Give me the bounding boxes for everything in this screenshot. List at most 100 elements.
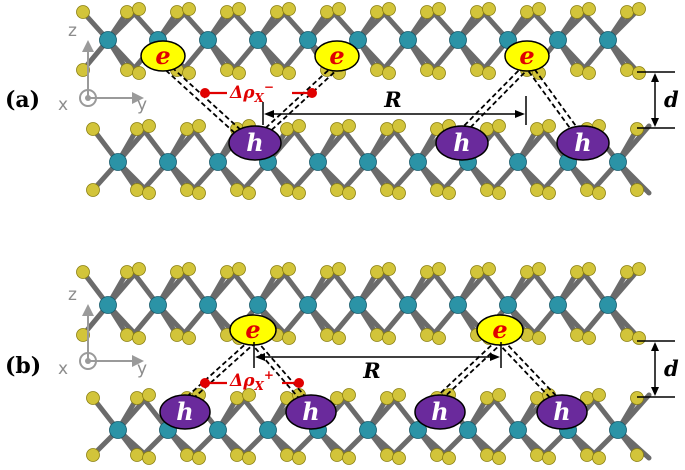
chalcogen-atom [470,5,484,19]
chalcogen-atom [242,451,256,465]
metal-atom [599,296,617,314]
metal-atom [249,296,267,314]
chalcogen-atom [330,448,344,462]
x-axis-dot-icon [85,95,91,101]
metal-atom [609,421,627,439]
chalcogen-atom [170,265,184,279]
electron-b-2: e [476,314,524,346]
chalcogen-atom [380,122,394,136]
chalcogen-atom [342,186,356,200]
metal-atom [549,31,567,49]
chalcogen-atom [130,448,144,462]
chalcogen-atom [382,331,396,345]
axis-x-label-b: x [58,359,68,379]
x-axis-out-icon [79,352,97,370]
chalcogen-atom [242,388,256,402]
atom-group [86,119,644,200]
hole-a-2: h [435,125,489,161]
chalcogen-atom [182,66,196,80]
r-dimension-a [262,96,527,125]
x-axis-out-icon [79,89,97,107]
chalcogen-atom [320,328,334,342]
axis-y-label-b: y [137,359,147,379]
chalcogen-atom [142,388,156,402]
chalcogen-atom [342,119,356,133]
chalcogen-atom [530,122,544,136]
chalcogen-atom [332,262,346,276]
chalcogen-atom [470,265,484,279]
r-label-a: R [383,87,401,112]
chalcogen-atom [270,63,284,77]
chalcogen-atom [232,66,246,80]
chalcogen-atom [382,66,396,80]
delta-rho-label-a: ΔρX− [229,80,274,105]
chalcogen-atom [270,5,284,19]
chalcogen-atom [76,5,90,19]
electron-label: e [519,41,534,70]
chalcogen-atom [542,451,556,465]
chalcogen-atom [470,63,484,77]
chalcogen-atom [442,186,456,200]
metal-atom [399,296,417,314]
x-axis-dot-icon [85,358,91,364]
metal-atom [109,153,127,171]
chalcogen-atom [620,63,634,77]
metal-atom [99,296,117,314]
chalcogen-atom [380,448,394,462]
hole-b-2: h [285,394,337,430]
chalcogen-atom [392,119,406,133]
chalcogen-atom [432,331,446,345]
chalcogen-atom [232,262,246,276]
chalcogen-atom [620,5,634,19]
chalcogen-atom [392,451,406,465]
panel-b-label: (b) [5,353,41,379]
chalcogen-atom [570,5,584,19]
chalcogen-atom [582,331,596,345]
metal-atom [209,421,227,439]
chalcogen-atom [580,183,594,197]
chalcogen-atom [620,265,634,279]
axis-z-label-b: z [68,285,77,305]
chalcogen-atom [330,122,344,136]
z-arrow-icon [82,304,94,316]
delta-rho-arrow-b [200,378,304,388]
chalcogen-atom [630,183,644,197]
metal-atom [359,421,377,439]
metal-atom [549,296,567,314]
chalcogen-atom [292,186,306,200]
chalcogen-atom [382,2,396,16]
chalcogen-atom [132,262,146,276]
metal-atom [309,153,327,171]
chalcogen-atom [580,448,594,462]
delta-rho-arrow-a [200,88,317,98]
chalcogen-atom [292,451,306,465]
chalcogen-atom [192,451,206,465]
metal-atom [409,421,427,439]
chalcogen-atom [570,328,584,342]
chalcogen-atom [632,262,646,276]
chalcogen-atom [270,265,284,279]
chalcogen-atom [480,448,494,462]
chalcogen-atom [542,119,556,133]
chalcogen-atom [232,2,246,16]
chalcogen-atom [130,391,144,405]
chalcogen-atom [130,122,144,136]
chalcogen-atom [280,448,294,462]
chalcogen-atom [120,265,134,279]
chalcogen-atom [482,66,496,80]
electron-a-2: e [314,40,360,72]
chalcogen-atom [582,2,596,16]
chalcogen-atom [380,183,394,197]
chalcogen-atom [420,328,434,342]
chalcogen-atom [86,448,100,462]
chalcogen-atom [192,186,206,200]
chalcogen-atom [132,66,146,80]
chalcogen-atom [632,66,646,80]
chalcogen-atom [582,66,596,80]
chalcogen-atom [570,265,584,279]
chalcogen-atom [280,183,294,197]
axis-x-label-a: x [58,95,68,115]
metal-atom [449,31,467,49]
electron-b-1: e [229,314,277,346]
